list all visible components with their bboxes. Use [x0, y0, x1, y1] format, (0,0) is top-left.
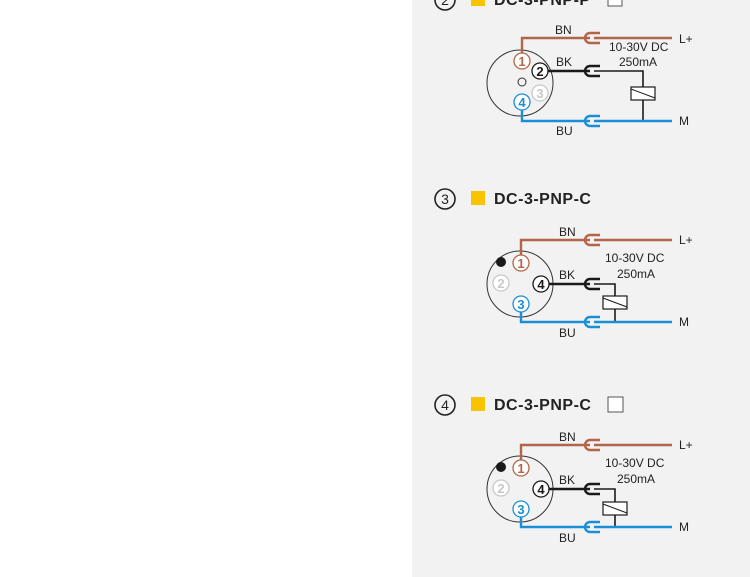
- pin-4-label: 4: [537, 277, 545, 292]
- wire-bn: [519, 238, 590, 255]
- bu-label: BU: [556, 124, 573, 138]
- diagram-pnp-c: 3 DC-3-PNP-C 1 2 4 3 BN L+ BK 10-30V DC …: [434, 188, 693, 340]
- wire-bu: [520, 110, 590, 123]
- wire-bu: [519, 517, 590, 529]
- diagram-pnp-c-box: 4 DC-3-PNP-C 1 2 4 3 BN L+ BK 10-30V DC …: [434, 394, 693, 545]
- bk-label: BK: [559, 268, 575, 282]
- connector-face: [486, 49, 554, 117]
- wire-bn: [520, 36, 590, 53]
- supply-label: 10-30V DC: [605, 251, 665, 265]
- bn-label: BN: [559, 225, 576, 239]
- section-index-circle: [434, 394, 456, 416]
- pin-3-label: 3: [517, 297, 524, 312]
- key-notch: [496, 257, 506, 267]
- wiring-panel: [412, 0, 750, 577]
- bk-label: BK: [559, 473, 575, 487]
- m-label: M: [679, 114, 689, 128]
- current-label: 250mA: [617, 472, 655, 486]
- section-index-circle: 2: [434, 0, 456, 11]
- current-label: 250mA: [619, 55, 657, 69]
- pin-3-label: 3: [517, 502, 524, 517]
- bn-label: BN: [555, 23, 572, 37]
- pin-1-label: 1: [517, 256, 524, 271]
- diagram-title: DC-3-PNP-C: [494, 191, 591, 208]
- m-label: M: [679, 520, 689, 534]
- empty-box-icon: [607, 0, 623, 7]
- wire-bu: [519, 312, 590, 324]
- diagram-title: DC-3-PNP-P: [494, 0, 591, 9]
- pin-4-label: 4: [518, 95, 526, 110]
- m-label: M: [679, 315, 689, 329]
- yellow-marker-icon: [471, 0, 485, 6]
- center-hole: [517, 77, 527, 87]
- yellow-marker-icon: [471, 397, 485, 411]
- bn-label: BN: [559, 430, 576, 444]
- pin-2-label: 2: [536, 64, 543, 79]
- pin-2: [492, 479, 510, 497]
- section-index-label: 2: [441, 0, 449, 8]
- pin-2: [492, 274, 510, 292]
- blank-area: [0, 0, 412, 577]
- bu-label: BU: [559, 326, 576, 340]
- bk-label: BK: [556, 55, 572, 69]
- section-index-label: 3: [441, 191, 449, 207]
- supply-label: 10-30V DC: [605, 456, 665, 470]
- diagram-pnp-p: 2 DC-3-PNP-P 1 2 3 4 BN L+ BK 10: [434, 0, 693, 138]
- pin-3: [531, 84, 549, 102]
- wire-bn: [519, 443, 590, 460]
- pin-1-label: 1: [518, 54, 525, 69]
- lplus-label: L+: [679, 438, 693, 452]
- key-notch: [496, 462, 506, 472]
- section-index-circle: [434, 188, 456, 210]
- empty-box-icon: [607, 396, 624, 413]
- pin-4-label: 4: [537, 482, 545, 497]
- supply-label: 10-30V DC: [609, 40, 669, 54]
- section-index-label: 4: [441, 397, 449, 413]
- bu-label: BU: [559, 531, 576, 545]
- pin-2-label: 2: [497, 276, 504, 291]
- pin-1-label: 1: [517, 461, 524, 476]
- pin-3-label: 3: [536, 86, 543, 101]
- lplus-label: L+: [679, 32, 693, 46]
- current-label: 250mA: [617, 267, 655, 281]
- lplus-label: L+: [679, 233, 693, 247]
- diagram-title: DC-3-PNP-C: [494, 397, 591, 414]
- pin-2-label: 2: [497, 481, 504, 496]
- yellow-marker-icon: [471, 191, 485, 205]
